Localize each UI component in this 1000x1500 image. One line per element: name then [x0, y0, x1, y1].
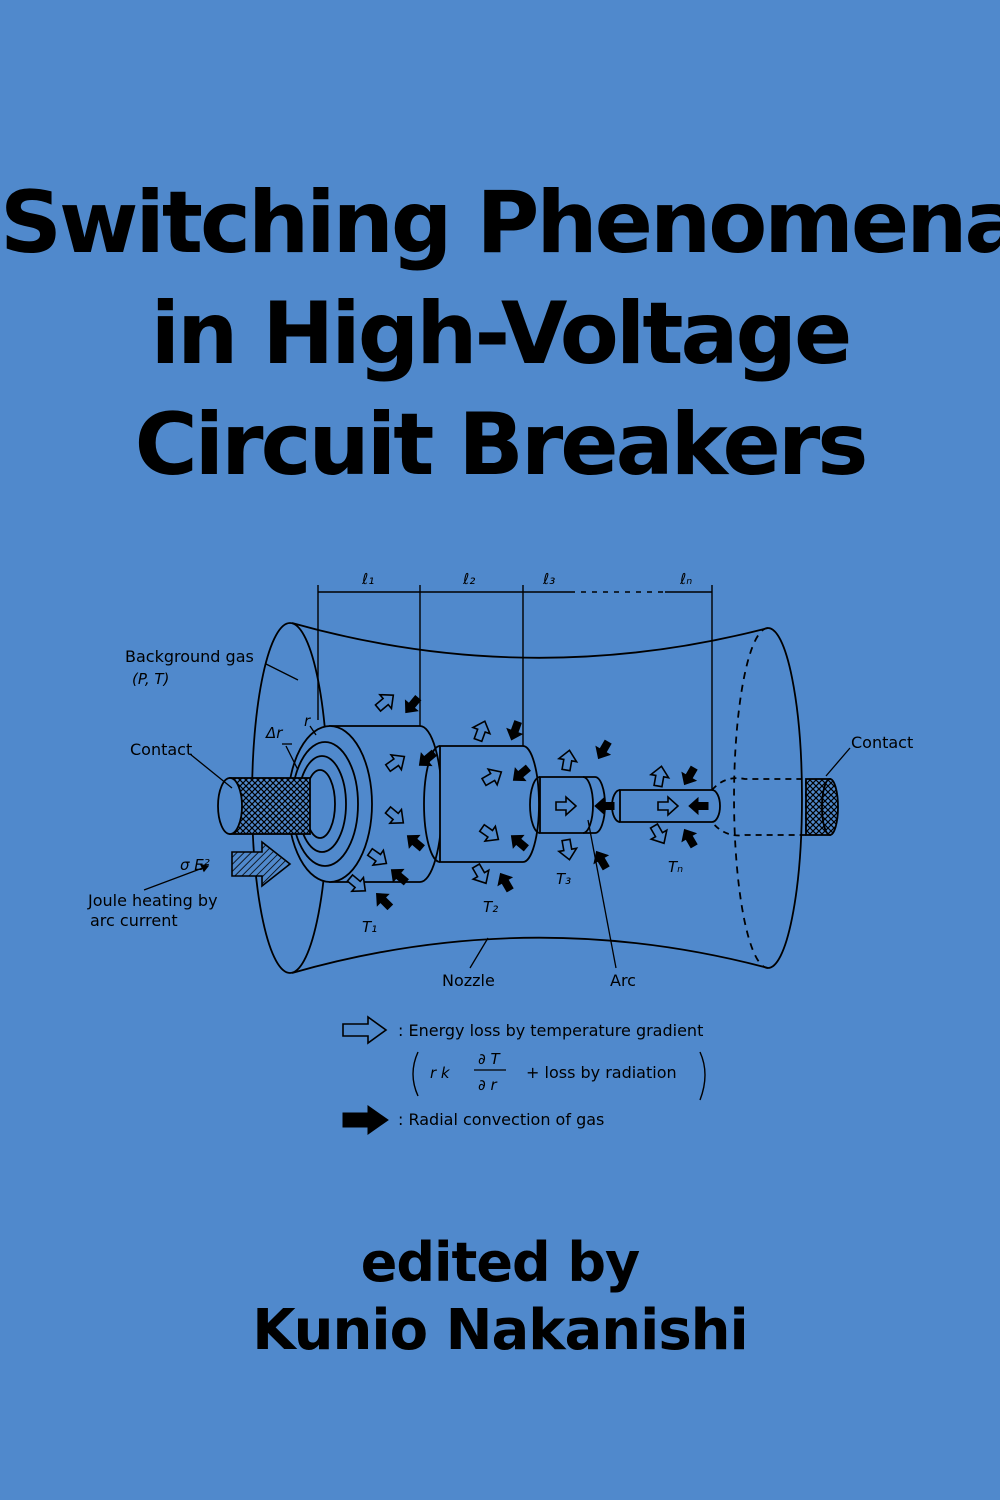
- diagram-legend: : Energy loss by temperature gradient r …: [342, 1015, 706, 1135]
- temp-label-3: T₃: [556, 870, 571, 888]
- section-label-2: ℓ₂: [462, 570, 475, 588]
- left-contact-label: Contact: [130, 740, 192, 759]
- book-title: Switching Phenomena in High-Voltage Circ…: [0, 168, 1000, 501]
- convection-legend-text: : Radial convection of gas: [398, 1110, 604, 1129]
- delta-r-label: Δr: [265, 724, 283, 742]
- dimension-line: [317, 585, 713, 790]
- nozzle-label: Nozzle: [442, 971, 495, 990]
- arc-cylinders: [287, 725, 807, 883]
- title-line-2: in High-Voltage: [150, 284, 853, 384]
- joule-heating-label-2: arc current: [90, 911, 178, 930]
- right-contact-label: Contact: [851, 733, 913, 752]
- hollow-arrow-legend-icon: [342, 1015, 388, 1045]
- title-line-1: Switching Phenomena: [0, 173, 1000, 273]
- temp-label-n: Tₙ: [668, 858, 683, 876]
- temp-label-2: T₂: [483, 898, 498, 916]
- sigma-e-label: σ E²: [180, 856, 210, 874]
- gas-params-label: (P, T): [132, 670, 169, 688]
- joule-heating-label-1: Joule heating by: [87, 891, 218, 910]
- energy-loss-arrows: [346, 693, 680, 893]
- editor-name: Kunio Nakanishi: [252, 1298, 748, 1363]
- radial-convection-arrows: [376, 695, 709, 911]
- nozzle-outline: [251, 622, 803, 974]
- solid-arrow-legend-icon: [342, 1105, 389, 1135]
- edited-by-label: edited by: [360, 1231, 641, 1294]
- background-gas-label: Background gas: [125, 647, 254, 666]
- energy-loss-legend-text: : Energy loss by temperature gradient: [398, 1021, 703, 1040]
- arc-label: Arc: [610, 971, 636, 990]
- right-contact: [805, 778, 839, 836]
- section-label-3: ℓ₃: [542, 570, 555, 588]
- section-label-n: ℓₙ: [679, 570, 692, 588]
- arc-model-diagram: ℓ₁ ℓ₂ ℓ₃ ℓₙ: [87, 570, 913, 1135]
- leader-lines: [143, 663, 851, 969]
- formula-tail: + loss by radiation: [526, 1063, 677, 1082]
- left-contact: [217, 777, 311, 835]
- temp-label-1: T₁: [362, 918, 377, 936]
- joule-heating-arrow: [231, 840, 292, 888]
- byline: edited by Kunio Nakanishi: [0, 1230, 1000, 1366]
- r-label: r: [304, 712, 311, 730]
- title-line-3: Circuit Breakers: [134, 395, 869, 495]
- formula-numerator: ∂ T: [478, 1050, 502, 1068]
- section-label-1: ℓ₁: [361, 570, 374, 588]
- formula-denominator: ∂ r: [478, 1076, 498, 1094]
- formula-rk: r k: [430, 1064, 451, 1082]
